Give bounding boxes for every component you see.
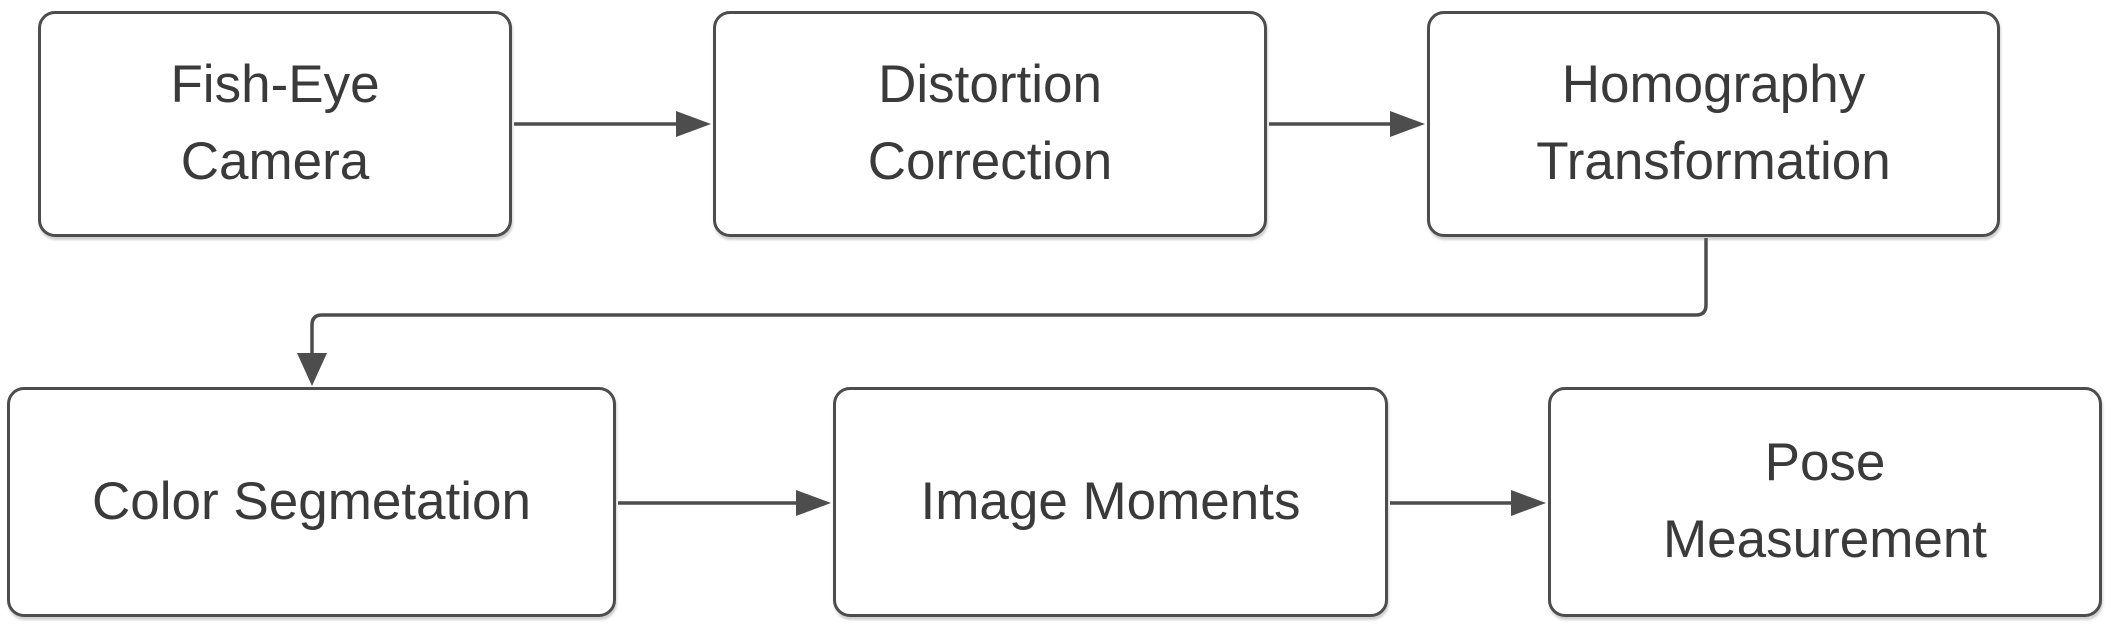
edge-fish-eye-camera-to-distortion-correction: [514, 111, 711, 137]
node-label-line: Homography: [1561, 55, 1866, 115]
node-label-line: Color Segmetation: [92, 471, 531, 531]
edge-color-segmetation-to-image-moments: [618, 490, 831, 516]
node-label-line: Pose: [1764, 433, 1886, 493]
node-fish-eye-camera: Fish-Eye Camera: [38, 11, 512, 237]
node-label-line: Distortion: [878, 55, 1102, 115]
node-label-line: Measurement: [1662, 510, 1988, 569]
node-label-line: Fish-Eye: [170, 55, 380, 115]
edge-homography-transformation-to-color-segmetation: [297, 238, 1708, 386]
node-homography-transformation: Homography Transformation: [1427, 11, 2000, 237]
node-label-line: Image Moments: [920, 471, 1301, 531]
node-label-line: Correction: [867, 132, 1113, 191]
node-distortion-correction: Distortion Correction: [713, 11, 1267, 237]
node-label-line: Camera: [180, 132, 370, 191]
edge-distortion-correction-to-homography-transformation: [1269, 111, 1425, 137]
node-image-moments: Image Moments: [833, 387, 1388, 617]
node-pose-measurement: Pose Measurement: [1548, 387, 2102, 617]
edge-image-moments-to-pose-measurement: [1390, 490, 1546, 516]
node-color-segmetation: Color Segmetation: [7, 387, 616, 617]
node-label-line: Transformation: [1536, 132, 1891, 191]
